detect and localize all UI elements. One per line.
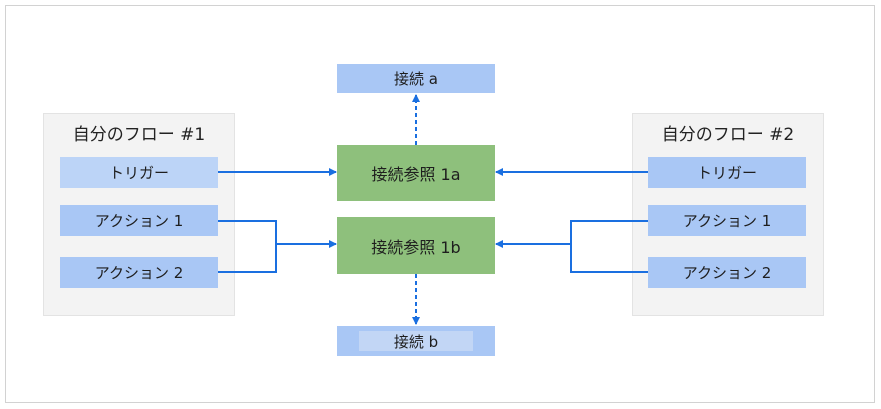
flow-1-action-2: アクション 2 <box>60 257 218 288</box>
flow-2-title: 自分のフロー #2 <box>661 125 795 145</box>
flow-1-action-1-wire <box>218 220 277 244</box>
flow-1-action-1: アクション 1 <box>60 205 218 236</box>
flow-1-action-2-label: アクション 2 <box>94 264 184 282</box>
flow-2-action-2-wire <box>570 244 648 273</box>
flow-2-action-1: アクション 1 <box>648 205 806 236</box>
connection-a: 接続 a <box>337 64 495 93</box>
flow-1-trigger: トリガー <box>60 157 218 188</box>
flow-2-action-2: アクション 2 <box>648 257 806 288</box>
flow-2-trigger-label: トリガー <box>696 164 757 182</box>
connection-reference-1b-label: 接続参照 1b <box>371 237 461 257</box>
flow-1-action-1-label: アクション 1 <box>94 212 184 230</box>
connection-a-label: 接続 a <box>394 70 438 88</box>
flow-1-trigger-label: トリガー <box>108 164 169 182</box>
flow-2-trigger: トリガー <box>648 157 806 188</box>
flow-2-action-1-wire <box>570 220 648 244</box>
connection-reference-1a-label: 接続参照 1a <box>371 165 461 184</box>
connection-reference-1a: 接続参照 1a <box>337 145 495 201</box>
flow-2-action-2-label: アクション 2 <box>682 264 772 282</box>
connection-b-label: 接続 b <box>393 332 439 351</box>
connection-b: 接続 b <box>337 326 495 356</box>
flow-1-action-2-wire <box>218 244 277 273</box>
connection-reference-1b: 接続参照 1b <box>337 217 495 274</box>
connection-b-highlight <box>359 331 473 351</box>
flow-2-action-1-label: アクション 1 <box>682 212 772 230</box>
flow-1-title: 自分のフロー #1 <box>72 125 206 145</box>
